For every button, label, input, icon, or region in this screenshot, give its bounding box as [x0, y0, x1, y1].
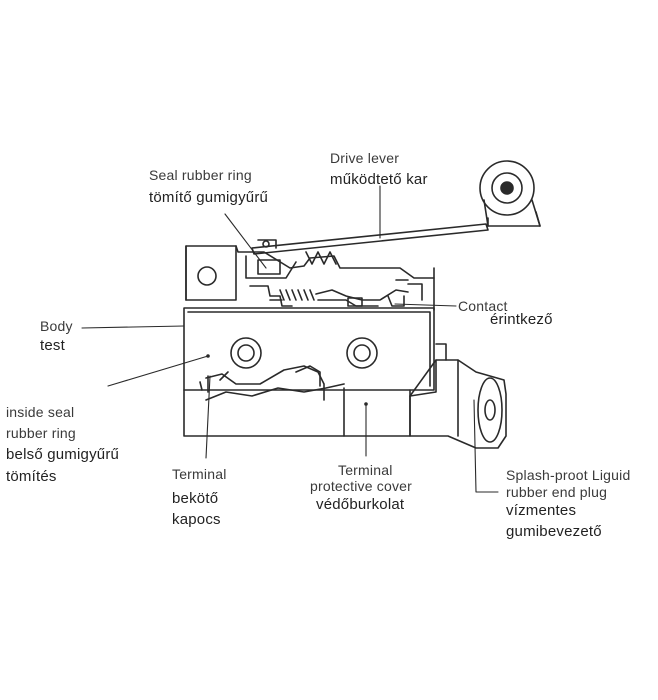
- label-terminal-cover-en-2: protective cover: [310, 478, 413, 494]
- leader-lines: [81, 185, 499, 493]
- label-terminal-hu-1: bekötő: [172, 490, 219, 507]
- label-contact-hu: érintkező: [490, 311, 553, 328]
- drive-lever-arm: [251, 223, 489, 255]
- leader-contact: [394, 303, 457, 307]
- label-terminal-cover-en-1: Terminal: [338, 462, 393, 478]
- label-body-en: Body: [40, 318, 73, 334]
- end-plug-shape: [409, 343, 507, 449]
- leader-body: [81, 325, 185, 329]
- label-inside-seal: inside seal rubber ring belső gumigyűrű …: [6, 402, 119, 488]
- lever-spring: [305, 251, 337, 265]
- roller-fork: [483, 199, 541, 227]
- leader-terminal: [205, 375, 211, 459]
- label-contact-en: Contact: [458, 298, 508, 314]
- contact-mechanism: [249, 279, 423, 307]
- label-drive-lever-hu: működtető kar: [330, 171, 428, 188]
- label-inside-seal-en-1: inside seal: [6, 404, 75, 420]
- label-end-plug-en-2: rubber end plug: [506, 484, 608, 500]
- label-seal-ring-en: Seal rubber ring: [149, 167, 252, 183]
- leader-seal-ring: [224, 213, 267, 269]
- label-terminal-hu-2: kapocs: [172, 511, 221, 528]
- leader-end-plug: [473, 399, 499, 493]
- terminal-cover-shape: [183, 365, 411, 437]
- label-end-plug-en-1: Splash-proot Liguid: [506, 467, 631, 483]
- label-terminal-cover-hu: védőburkolat: [316, 496, 405, 513]
- label-inside-seal-en-2: rubber ring: [6, 425, 76, 441]
- label-body-hu: test: [40, 337, 65, 354]
- body-marks: [206, 354, 368, 406]
- label-end-plug-hu-2: gumibevezető: [506, 523, 602, 540]
- label-drive-lever-en: Drive lever: [330, 150, 400, 166]
- leader-inside-seal: [107, 355, 209, 387]
- switch-head: [185, 245, 435, 311]
- label-inside-seal-hu-2: tömítés: [6, 468, 57, 485]
- roller-wheel: [479, 160, 535, 216]
- label-terminal-en: Terminal: [172, 466, 227, 482]
- label-seal-ring-hu: tömítő gumigyűrű: [149, 189, 269, 206]
- label-end-plug-hu-1: vízmentes: [506, 502, 577, 519]
- label-inside-seal-hu-1: belső gumigyűrű: [6, 446, 120, 463]
